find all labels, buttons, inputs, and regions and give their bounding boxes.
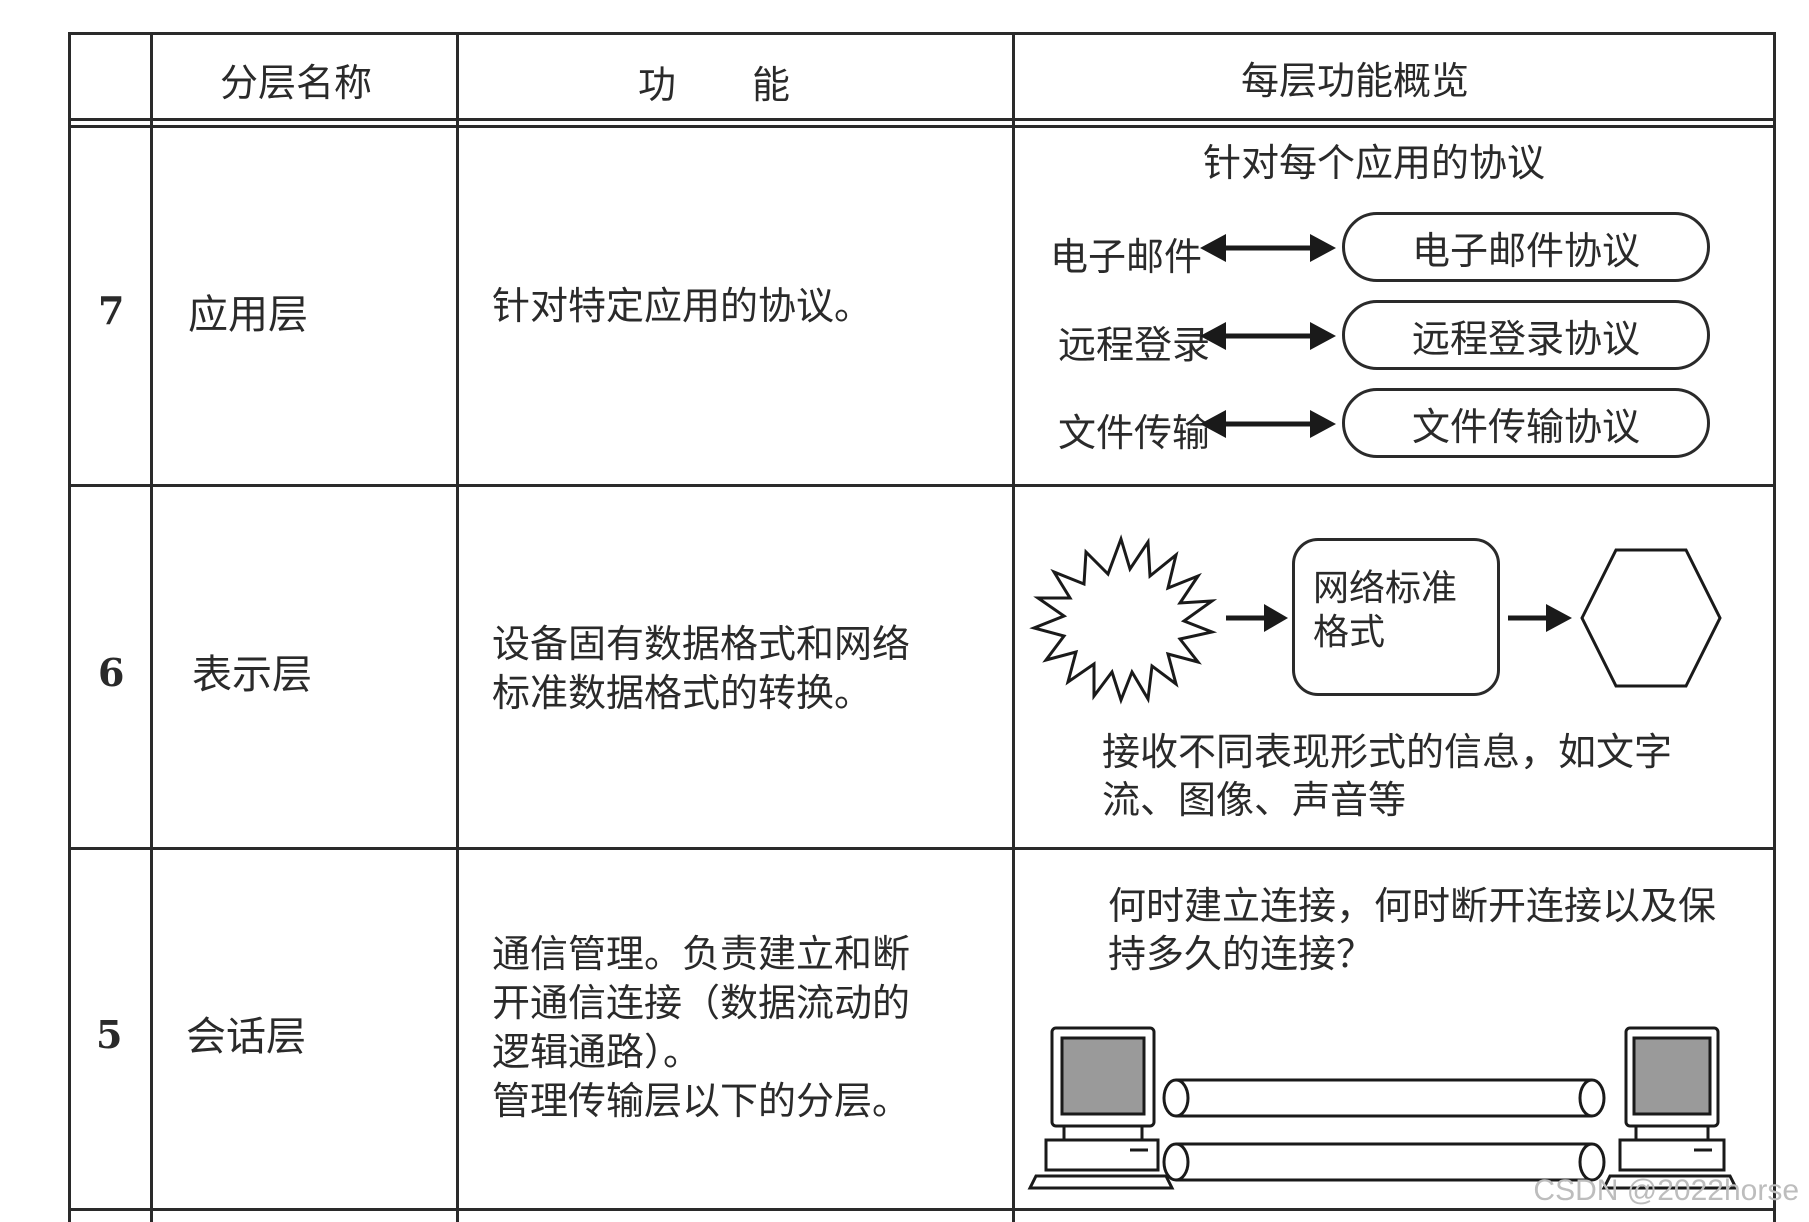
protocol-label: 电子邮件协议: [1411, 228, 1640, 273]
column-divider: [150, 32, 153, 1222]
row-divider: [68, 484, 1776, 487]
header-divider: [68, 125, 1776, 128]
header-divider: [68, 118, 1776, 121]
table-border-left: [68, 32, 71, 1222]
layer-function: 设备固有数据格式和网络标准数据格式的转换。: [492, 622, 911, 715]
protocol-label: 远程登录协议: [1411, 316, 1640, 361]
function-line: 管理传输层以下的分层。: [492, 1079, 911, 1123]
app-label: 远程登录: [1058, 323, 1211, 367]
layer-number: 5: [96, 1012, 123, 1057]
layer-number: 6: [98, 650, 125, 695]
header-function: 功 能: [638, 63, 791, 107]
double-arrow-icon: [1200, 322, 1336, 350]
protocol-pill: 文件传输协议: [1342, 388, 1710, 458]
app-label: 文件传输: [1058, 411, 1211, 455]
header-overview: 每层功能概览: [1241, 59, 1470, 103]
starburst-icon: [1029, 534, 1218, 705]
overview-caption: 针对每个应用的协议: [1203, 141, 1546, 185]
osi-layer-table: 分层名称 功 能 每层功能概览 7 应用层 针对特定应用的协议。 针对每个应用的…: [68, 32, 1776, 1222]
header-layer-name: 分层名称: [220, 61, 373, 105]
table-border-top: [68, 32, 1776, 35]
overview-caption: 接收不同表现形式的信息，如文字流、图像、声音等: [1102, 730, 1673, 822]
standard-format-box: 网络标准格式: [1292, 538, 1500, 696]
watermark: CSDN @2022horse: [1533, 1174, 1799, 1207]
double-arrow-icon: [1200, 234, 1336, 262]
layer-name: 会话层: [186, 1014, 306, 1060]
table-border-right: [1773, 32, 1776, 1222]
connection-pipe-icon: [1162, 1078, 1606, 1118]
function-line: 通信管理。负责建立和断开通信连接（数据流动的逻辑通路）。: [492, 932, 911, 1074]
layer-name: 应用层: [188, 292, 308, 338]
row-divider: [68, 1208, 1776, 1211]
layer-function: 针对特定应用的协议。: [492, 284, 873, 328]
layer-name: 表示层: [192, 652, 312, 698]
hexagon-icon: [1580, 548, 1722, 688]
app-label: 电子邮件: [1050, 235, 1203, 279]
computer-icon: [1027, 1026, 1175, 1190]
arrow-right-icon: [1226, 604, 1288, 632]
protocol-pill: 远程登录协议: [1342, 300, 1710, 370]
overview-caption: 何时建立连接，何时断开连接以及保持多久的连接？: [1108, 884, 1717, 976]
row-divider: [68, 847, 1776, 850]
layer-function: 通信管理。负责建立和断开通信连接（数据流动的逻辑通路）。 管理传输层以下的分层。: [492, 930, 940, 1126]
column-divider: [456, 32, 459, 1222]
arrow-right-icon: [1508, 604, 1572, 632]
protocol-pill: 电子邮件协议: [1342, 212, 1710, 282]
double-arrow-icon: [1200, 410, 1336, 438]
column-divider: [1012, 32, 1015, 1222]
connection-pipe-icon: [1162, 1142, 1606, 1182]
computer-icon: [1601, 1026, 1739, 1190]
protocol-label: 文件传输协议: [1411, 404, 1640, 449]
layer-number: 7: [98, 288, 125, 333]
overview-diagrams: [1027, 234, 1739, 1190]
